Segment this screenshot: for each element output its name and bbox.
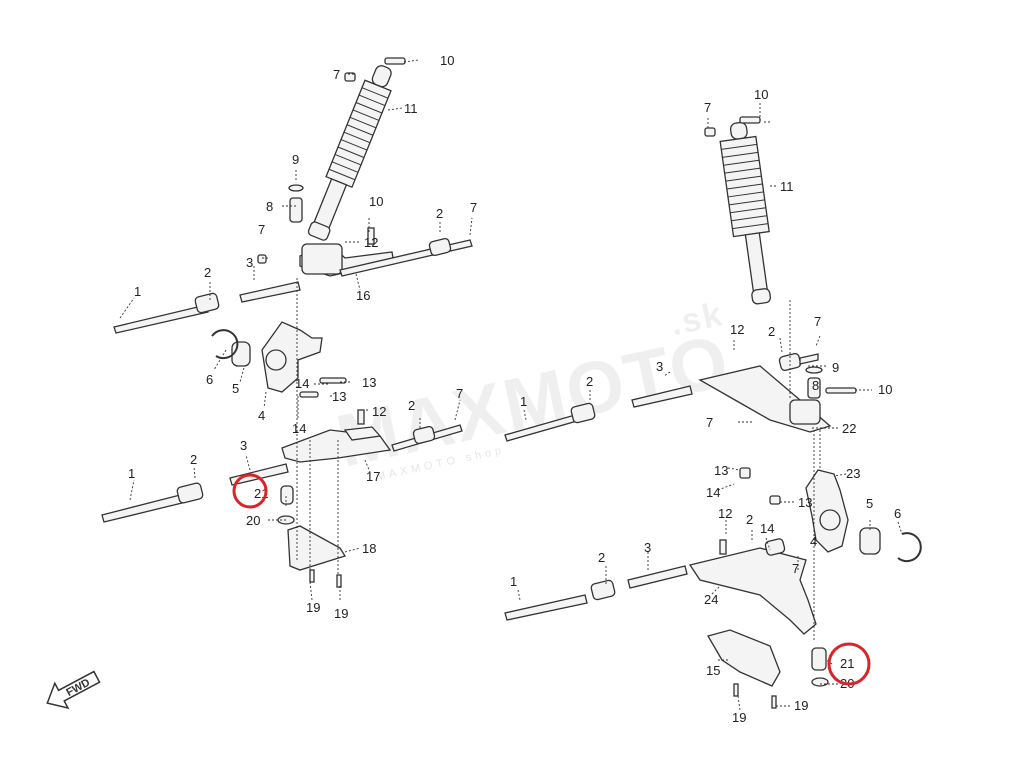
callout: 10: [369, 194, 383, 209]
callout: 2: [190, 452, 197, 467]
callout: 2: [746, 512, 753, 527]
callout: 2: [768, 324, 775, 339]
callout: 6: [206, 372, 213, 387]
callout: 7: [470, 200, 477, 215]
callout: 19: [794, 698, 808, 713]
callout: 1: [128, 466, 135, 481]
callout: 9: [832, 360, 839, 375]
right-shock-absorber: [719, 121, 772, 305]
callout: 8: [266, 199, 273, 214]
callout: 2: [408, 398, 415, 413]
callout: 4: [258, 408, 265, 423]
fwd-arrow-icon: FWD: [46, 670, 101, 710]
callout: 7: [704, 100, 711, 115]
callout: 3: [246, 255, 253, 270]
fwd-label: FWD: [64, 677, 92, 699]
callout: 5: [232, 381, 239, 396]
callout: 19: [334, 606, 348, 621]
highlight-circle-right: [827, 642, 871, 686]
callout: 7: [333, 67, 340, 82]
callout: 7: [792, 561, 799, 576]
callout: 7: [258, 222, 265, 237]
callout: 10: [878, 382, 892, 397]
callout: 3: [240, 438, 247, 453]
callout: 10: [440, 53, 454, 68]
callout: 22: [842, 421, 856, 436]
callout: 13: [798, 495, 812, 510]
left-knuckle: [261, 321, 323, 393]
right-guard: [707, 629, 781, 687]
callout: 18: [362, 541, 376, 556]
callout: 19: [732, 710, 746, 725]
callout: 19: [306, 600, 320, 615]
callout: 1: [510, 574, 517, 589]
callout: 5: [866, 496, 873, 511]
callout: 15: [706, 663, 720, 678]
right-assembly: [504, 103, 922, 711]
callout: 17: [366, 469, 380, 484]
left-shock-absorber: [307, 65, 392, 241]
callout: 9: [292, 152, 299, 167]
left-assembly: [101, 57, 473, 601]
callout: 13: [332, 389, 346, 404]
callout: 12: [372, 404, 386, 419]
callout: 7: [456, 386, 463, 401]
callout: 12: [364, 235, 378, 250]
callout: 12: [730, 322, 744, 337]
highlight-circle-left: [232, 473, 268, 509]
callout: 3: [656, 359, 663, 374]
callout: 7: [706, 415, 713, 430]
callout: 6: [894, 506, 901, 521]
callout: 1: [134, 284, 141, 299]
callout: 2: [204, 265, 211, 280]
callout: 2: [598, 550, 605, 565]
right-lower-arm: [688, 547, 817, 635]
callout: 20: [246, 513, 260, 528]
callout: 14: [295, 376, 309, 391]
right-callouts: 7 10 11 12 2 7 9 3 8 10 2 1 7 22 13 23 1…: [510, 87, 901, 725]
callout: 7: [814, 314, 821, 329]
callout: 1: [520, 394, 527, 409]
callout: 23: [846, 466, 860, 481]
callout: 13: [362, 375, 376, 390]
callout: 8: [812, 378, 819, 393]
left-callouts: 10 7 11 9 8 10 7 12 2 7 3 2 16 1 6 5 4 1…: [128, 53, 477, 621]
callout: 4: [810, 534, 817, 549]
callout: 2: [586, 374, 593, 389]
callout: 16: [356, 288, 370, 303]
callout: 11: [404, 101, 418, 116]
callout: 13: [714, 463, 728, 478]
callout: 2: [436, 206, 443, 221]
left-guard: [287, 525, 346, 571]
callout: 14: [292, 421, 306, 436]
left-upper-shaft: [113, 304, 209, 334]
callout: 21: [840, 656, 854, 671]
callout: 12: [718, 506, 732, 521]
callout: 14: [760, 521, 774, 536]
callout: 14: [706, 485, 720, 500]
callout: 24: [704, 592, 718, 607]
callout: 11: [780, 179, 794, 194]
callout: 10: [754, 87, 768, 102]
callout: 3: [644, 540, 651, 555]
